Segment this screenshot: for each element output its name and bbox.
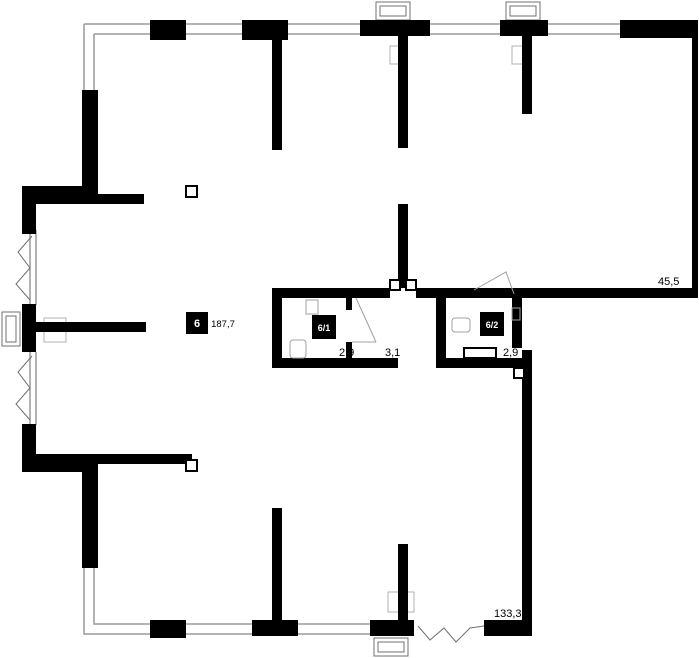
wall-wc1-top — [272, 288, 390, 298]
wall-wc1-divider — [346, 288, 352, 310]
window-left-2 — [29, 352, 37, 425]
column-2 — [185, 459, 198, 472]
windows — [29, 23, 620, 635]
columns — [185, 185, 525, 472]
wall-wc1-divider-b — [346, 342, 352, 362]
area-label-wc2: 2,9 — [503, 347, 518, 359]
wc1-sink — [305, 299, 319, 315]
room-badge-6-2: 6/2 — [480, 312, 504, 336]
wall-bottom-a — [150, 620, 186, 638]
column-5 — [513, 367, 525, 379]
room-badge-6-2-label: 6/2 — [486, 320, 499, 330]
wall-stub-2 — [398, 30, 408, 148]
wc2-shower-tray — [463, 347, 497, 359]
wall-wc2-left — [436, 288, 446, 368]
wc2-toilet — [451, 317, 471, 333]
unit-badge: 6 187,7 — [186, 312, 238, 334]
wc2-sink — [511, 307, 521, 321]
room-badge-6-1: 6/1 — [312, 315, 336, 339]
wall-bottom-d — [484, 620, 532, 636]
walls — [22, 20, 698, 638]
area-label-upper-right: 45,5 — [658, 276, 679, 288]
wall-left-lower-v — [82, 462, 98, 568]
wall-wc2-right-top — [512, 288, 522, 348]
window-corner-bottom-left — [83, 568, 150, 635]
wall-left-upper-h — [22, 186, 94, 204]
window-top-2 — [288, 23, 360, 35]
door-bottom — [417, 625, 485, 643]
window-top-1 — [186, 23, 242, 35]
area-label-wc1-a: 2,9 — [339, 347, 354, 359]
wall-wc1-left — [272, 288, 282, 368]
unit-area: 187,7 — [211, 319, 235, 330]
wall-left-upper-lip — [94, 194, 144, 204]
wall-right — [692, 20, 698, 290]
outdoor-units — [1, 1, 541, 657]
wall-bottom-b — [252, 620, 298, 636]
window-top-3 — [430, 23, 500, 35]
wc1-toilet — [289, 339, 307, 359]
wall-left-upper-v — [82, 90, 98, 194]
area-label-wc1-b: 3,1 — [385, 347, 400, 359]
wc2-door-swing — [473, 271, 515, 295]
wall-stub-3 — [522, 30, 532, 114]
unit-badge-box — [186, 312, 208, 334]
window-bottom-2 — [298, 623, 370, 635]
wall-lower-stub-2 — [398, 544, 408, 626]
wall-stub-1 — [272, 36, 282, 150]
wall-wc2-bottom — [436, 358, 496, 368]
wall-lower-stub-1 — [272, 508, 282, 626]
wall-left-pier — [22, 304, 36, 352]
unit-area-box — [208, 312, 238, 334]
wall-bottom-c — [370, 620, 414, 636]
room-badge-6-1-label: 6/1 — [318, 323, 331, 333]
wall-wc1-bottom — [272, 358, 398, 368]
wall-interior-left — [36, 322, 146, 332]
column-1 — [185, 185, 198, 198]
door-left-lower — [15, 355, 33, 421]
wall-top-b — [242, 20, 288, 40]
column-3 — [389, 279, 401, 291]
wall-left-return-1 — [22, 186, 36, 234]
wall-upper-right-bottom — [470, 288, 698, 298]
wall-top-c — [360, 20, 430, 36]
wall-left-lower-h — [22, 454, 98, 472]
wall-wc2-bottom-right — [484, 358, 532, 368]
wall-center-mid — [398, 204, 408, 288]
wall-top-a — [150, 20, 186, 40]
wc1-door-swing — [352, 297, 377, 343]
column-4 — [405, 279, 417, 291]
area-label-lower: 133,3 — [494, 608, 522, 620]
window-bottom-1 — [186, 623, 252, 635]
wc-fixtures — [289, 271, 521, 359]
wall-left-lower-lip — [94, 454, 192, 464]
door-left-upper — [15, 235, 33, 301]
window-corner-top-left — [83, 23, 150, 90]
wall-top-e — [620, 20, 698, 38]
wall-wc2-right — [522, 350, 532, 626]
entrance-doors — [15, 235, 485, 643]
window-top-4 — [548, 23, 620, 35]
unit-number: 6 — [194, 318, 200, 330]
window-left-1 — [29, 230, 37, 305]
wall-top-d — [500, 20, 548, 36]
